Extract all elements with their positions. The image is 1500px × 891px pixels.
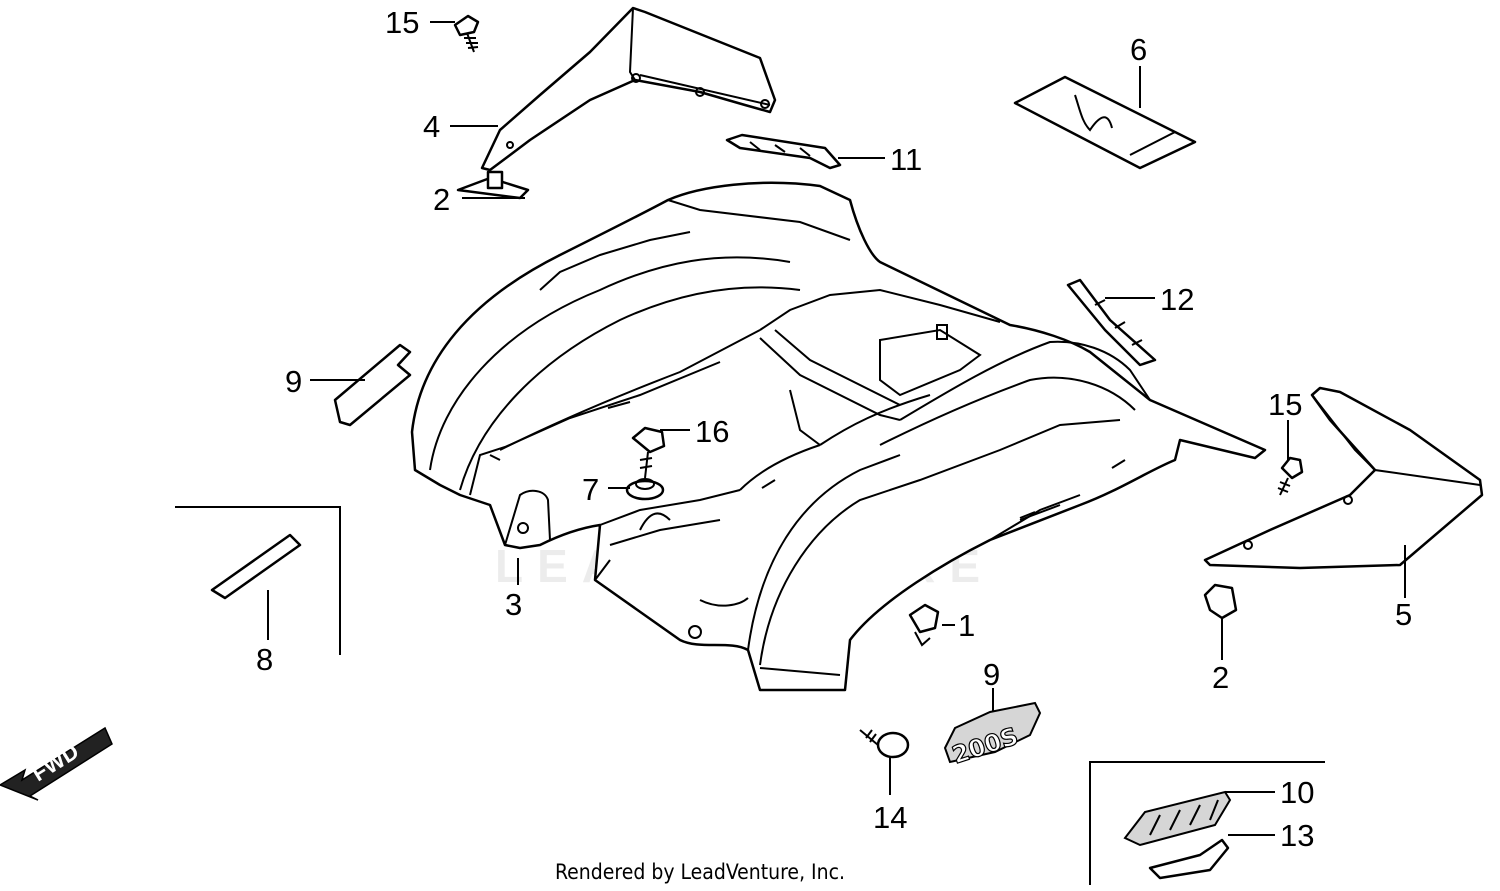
- rear-fender: [410, 181, 1267, 692]
- callout-5: 5: [1395, 597, 1412, 632]
- callout-numbers: 15 4 2 6 11 12 9 16 7 3 8 1 15 5 2 9 14 …: [256, 5, 1412, 853]
- leader-lines: [267, 21, 1406, 836]
- part-10-13-group: [1089, 761, 1325, 885]
- part-5-side-cover: [1203, 386, 1484, 570]
- callout-15-top: 15: [385, 5, 419, 40]
- callout-1: 1: [958, 608, 975, 643]
- part-9-badge-left: [333, 343, 412, 427]
- callout-2-top: 2: [433, 182, 450, 217]
- part-2-clip-top: [456, 170, 530, 200]
- callout-7: 7: [582, 472, 599, 507]
- fwd-arrow: FWD: [0, 726, 113, 801]
- part-15-bolt-right: [1277, 456, 1304, 496]
- part-2-clip-right: [1203, 583, 1238, 620]
- callout-13: 13: [1280, 818, 1314, 853]
- part-11-strip: [725, 133, 842, 170]
- part-8-decal: [175, 506, 341, 655]
- part-12-strip: [1066, 278, 1157, 367]
- callout-15-right: 15: [1268, 387, 1302, 422]
- part-6-decal: [1013, 75, 1197, 170]
- footer-credit: Rendered by LeadVenture, Inc.: [0, 860, 1500, 884]
- callout-14: 14: [873, 800, 907, 835]
- part-7-grommet: [625, 478, 665, 501]
- callout-16: 16: [695, 414, 729, 449]
- callout-2-right: 2: [1212, 660, 1229, 695]
- callout-6: 6: [1130, 32, 1147, 67]
- callout-4: 4: [423, 109, 440, 144]
- callout-9-left: 9: [285, 364, 302, 399]
- part-1-nut: [908, 603, 940, 647]
- part-9-emblem-200s: 200S: [943, 701, 1042, 770]
- callout-9-right: 9: [983, 657, 1000, 692]
- footer-credit-text: Rendered by LeadVenture, Inc.: [555, 860, 845, 884]
- callout-3: 3: [505, 587, 522, 622]
- callout-11: 11: [890, 142, 922, 177]
- part-14-screw: [859, 729, 910, 759]
- part-16-bolt: [631, 426, 666, 479]
- callout-12: 12: [1160, 282, 1194, 317]
- callout-8: 8: [256, 642, 273, 677]
- part-15-bolt-top: [453, 14, 480, 53]
- callout-10: 10: [1280, 775, 1314, 810]
- part-4-side-cover: [480, 6, 777, 172]
